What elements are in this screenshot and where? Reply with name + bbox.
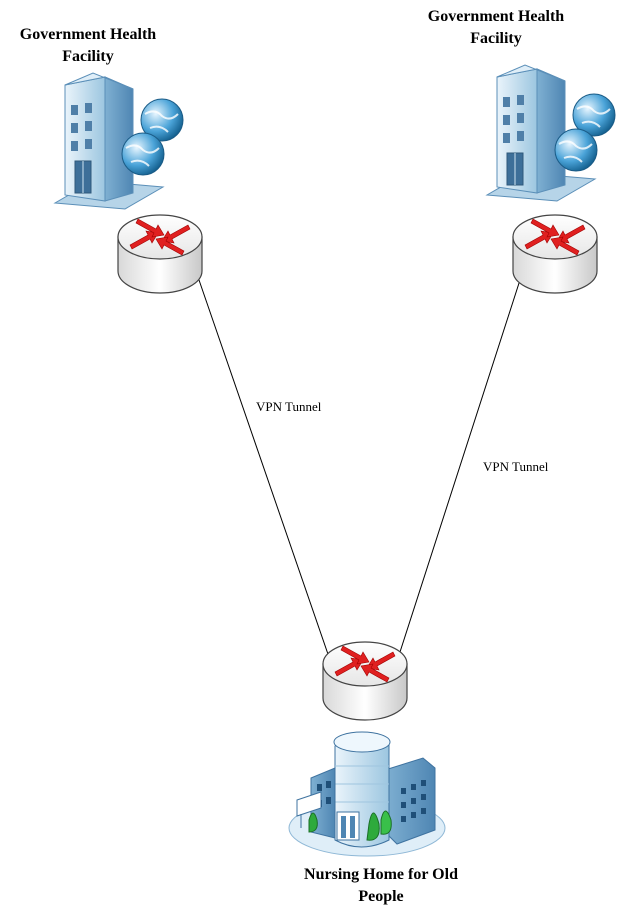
globe-icon: [554, 128, 598, 172]
vpn-tunnel-line-left: [198, 279, 331, 661]
router-icon: [512, 214, 598, 294]
right-facility-label-line2: Facility: [470, 30, 522, 47]
office-building-icon: [53, 72, 165, 210]
right-tunnel-label: VPN Tunnel: [483, 459, 549, 474]
left-facility-label: Government Health Facility: [6, 24, 170, 68]
vpn-tunnel-line-right: [399, 279, 521, 653]
nursing-home-label-line1: Nursing Home for Old: [304, 866, 458, 883]
nursing-home-label: Nursing Home for Old People: [283, 864, 479, 908]
left-facility-label-line1: Government Health: [19, 26, 157, 43]
office-building-icon: [485, 64, 597, 202]
right-facility-label: Government Health Facility: [414, 6, 578, 50]
globe-icon: [140, 98, 184, 142]
router-icon: [322, 641, 408, 721]
globe-icon: [121, 132, 165, 176]
left-facility-label-line2: Facility: [62, 48, 114, 65]
nursing-home-label-line2: People: [358, 888, 404, 905]
nursing-home-building-icon: [288, 731, 446, 857]
left-tunnel-label: VPN Tunnel: [256, 399, 322, 414]
globe-icon: [572, 93, 616, 137]
router-icon: [117, 214, 203, 294]
right-facility-label-line1: Government Health: [427, 8, 565, 25]
